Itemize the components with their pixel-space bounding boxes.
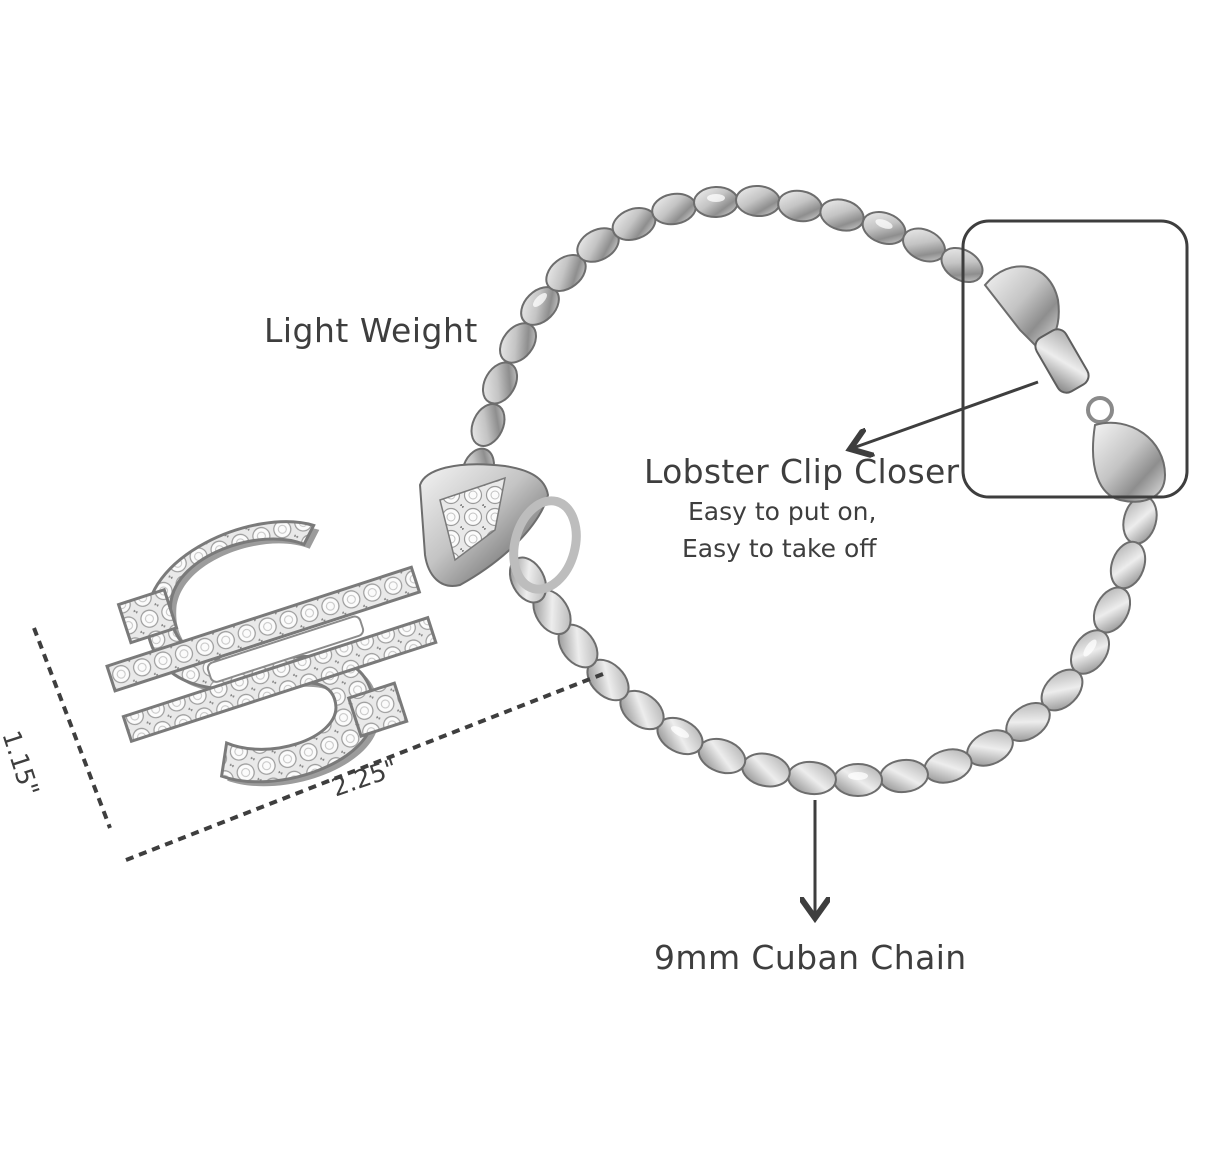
cuban-chain-label: 9mm Cuban Chain [654,938,967,977]
clasp-highlight-box [961,219,1189,499]
lobster-clip-line1: Easy to put on, [688,497,877,526]
pendant-bail [418,463,581,594]
cuban-chain [461,184,1158,797]
light-weight-label: Light Weight [264,311,478,350]
lobster-clip-title: Lobster Clip Closer [644,452,960,491]
height-dimension-line [32,627,112,829]
clasp-arrow [853,380,1039,448]
dollar-sign-pendant [105,520,438,787]
lobster-clasp [983,265,1167,503]
width-dimension-line [125,670,609,862]
lobster-clip-line2: Easy to take off [682,534,877,563]
